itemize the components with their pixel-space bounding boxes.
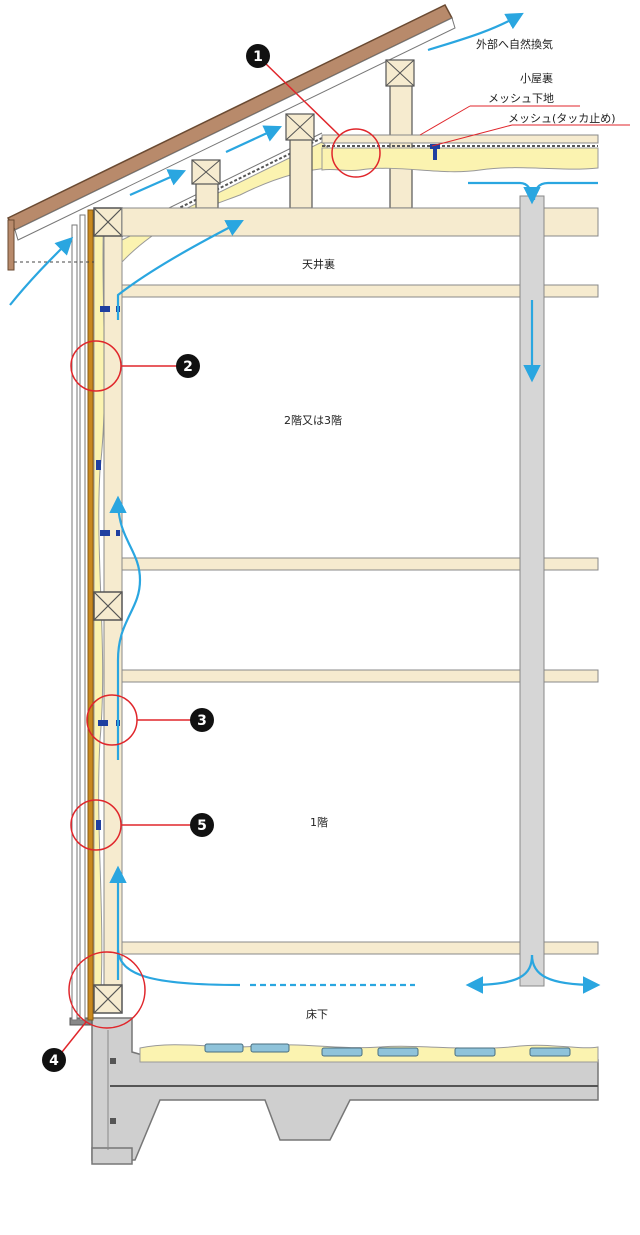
- attic-post-1: [191, 159, 221, 209]
- ceiling-insulation: [321, 134, 599, 173]
- timber-block-sill: [93, 984, 123, 1014]
- timber-block-top: [93, 207, 123, 237]
- callout-ring-1: [263, 61, 381, 178]
- label-attic: 小屋裏: [520, 71, 553, 85]
- label-mesh-base: メッシュ下地: [488, 92, 554, 105]
- label-floor-2-3: 2階又は3階: [284, 413, 342, 427]
- ceiling-beam: [121, 207, 599, 237]
- roof: [6, 4, 456, 271]
- label-underfloor: 床下: [306, 1007, 328, 1021]
- svg-text:2: 2: [183, 359, 193, 375]
- callout-badge-1: 1: [246, 44, 270, 68]
- foundation: [69, 1017, 599, 1165]
- callout-ring-4: [61, 951, 146, 1053]
- callout-badge-4: 4: [42, 1048, 66, 1072]
- callout-ring-3: [86, 694, 194, 746]
- mesh-leaders: [419, 105, 630, 147]
- svg-text:5: 5: [197, 818, 207, 834]
- attic-post-2: [285, 113, 315, 209]
- ground-insulation: [139, 1043, 599, 1063]
- timber-block-mid: [93, 591, 123, 621]
- callout-ring-2: [70, 340, 182, 392]
- floor-beams: [121, 284, 599, 955]
- label-floor-1: 1階: [310, 815, 328, 829]
- label-mesh-tacker: メッシュ(タッカ止め): [508, 112, 616, 125]
- attic-post-3: [385, 59, 415, 209]
- svg-text:3: 3: [197, 713, 207, 729]
- label-exhaust-outside: 外部へ自然換気: [476, 37, 553, 51]
- svg-text:4: 4: [49, 1053, 59, 1069]
- callout-badge-5: 5: [190, 813, 214, 837]
- svg-text:1: 1: [253, 49, 263, 65]
- label-ceiling-space: 天井裏: [302, 257, 335, 271]
- airflow-arrows: [9, 12, 601, 994]
- callout-badge-3: 3: [190, 708, 214, 732]
- callout-badge-2: 2: [176, 354, 200, 378]
- callout-ring-5: [70, 799, 194, 851]
